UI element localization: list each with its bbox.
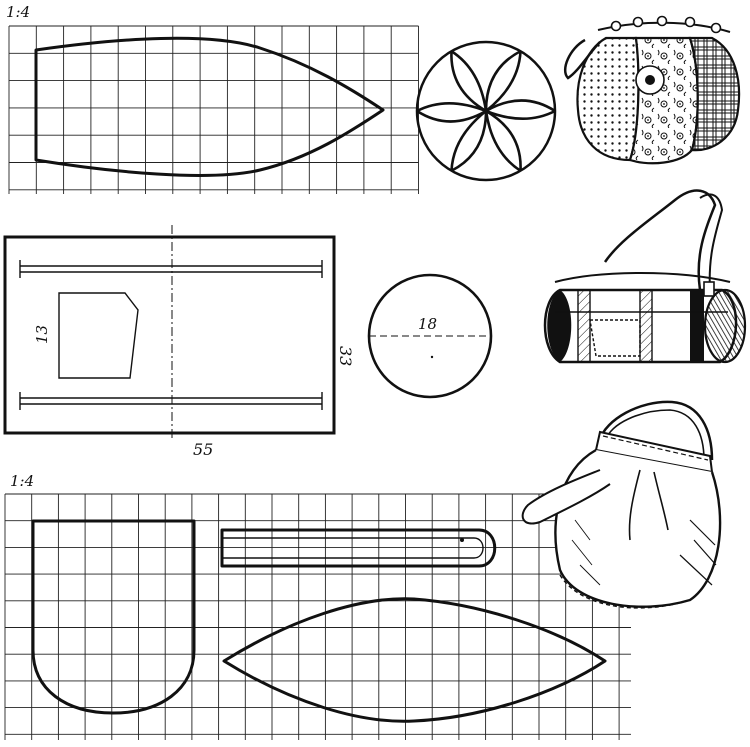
quilt-seam xyxy=(485,109,556,120)
quilt-seam xyxy=(450,50,488,112)
pocket-dimension-label: 13 xyxy=(33,325,51,344)
quilt-seam xyxy=(450,110,488,172)
quilt-seam xyxy=(485,109,522,171)
rectangle-body-pattern xyxy=(3,225,336,440)
pouch-pattern-piece xyxy=(31,519,196,715)
drawstring-pouch-bag-illustration xyxy=(521,400,722,609)
quilt-seam xyxy=(484,110,522,172)
circle-diameter-label: 18 xyxy=(418,315,437,333)
panel-pattern-piece xyxy=(34,36,385,177)
pocket-pattern-piece xyxy=(58,292,139,379)
quilt-seam xyxy=(416,109,487,123)
quilt-seam xyxy=(485,51,522,113)
cylinder-duffle-bag-illustration xyxy=(543,189,747,364)
patchwork-drawstring-bag-illustration xyxy=(563,15,741,165)
round-base-pattern xyxy=(415,40,557,182)
rectangle-height-label: 33 xyxy=(336,346,355,366)
side-panel-pattern-piece xyxy=(222,597,607,723)
quilt-seam xyxy=(484,50,522,112)
quilt-seam xyxy=(485,99,556,113)
strap-pattern-piece xyxy=(220,528,497,568)
top-pattern-grid xyxy=(8,25,419,194)
quilt-seam xyxy=(416,102,487,113)
quilt-seam xyxy=(450,51,487,113)
rectangle-width-label: 55 xyxy=(193,440,213,459)
quilt-seam xyxy=(450,109,487,171)
bottom-scale-label: 1:4 xyxy=(10,472,34,490)
top-scale-label: 1:4 xyxy=(6,3,30,21)
round-end-pattern xyxy=(367,273,493,399)
